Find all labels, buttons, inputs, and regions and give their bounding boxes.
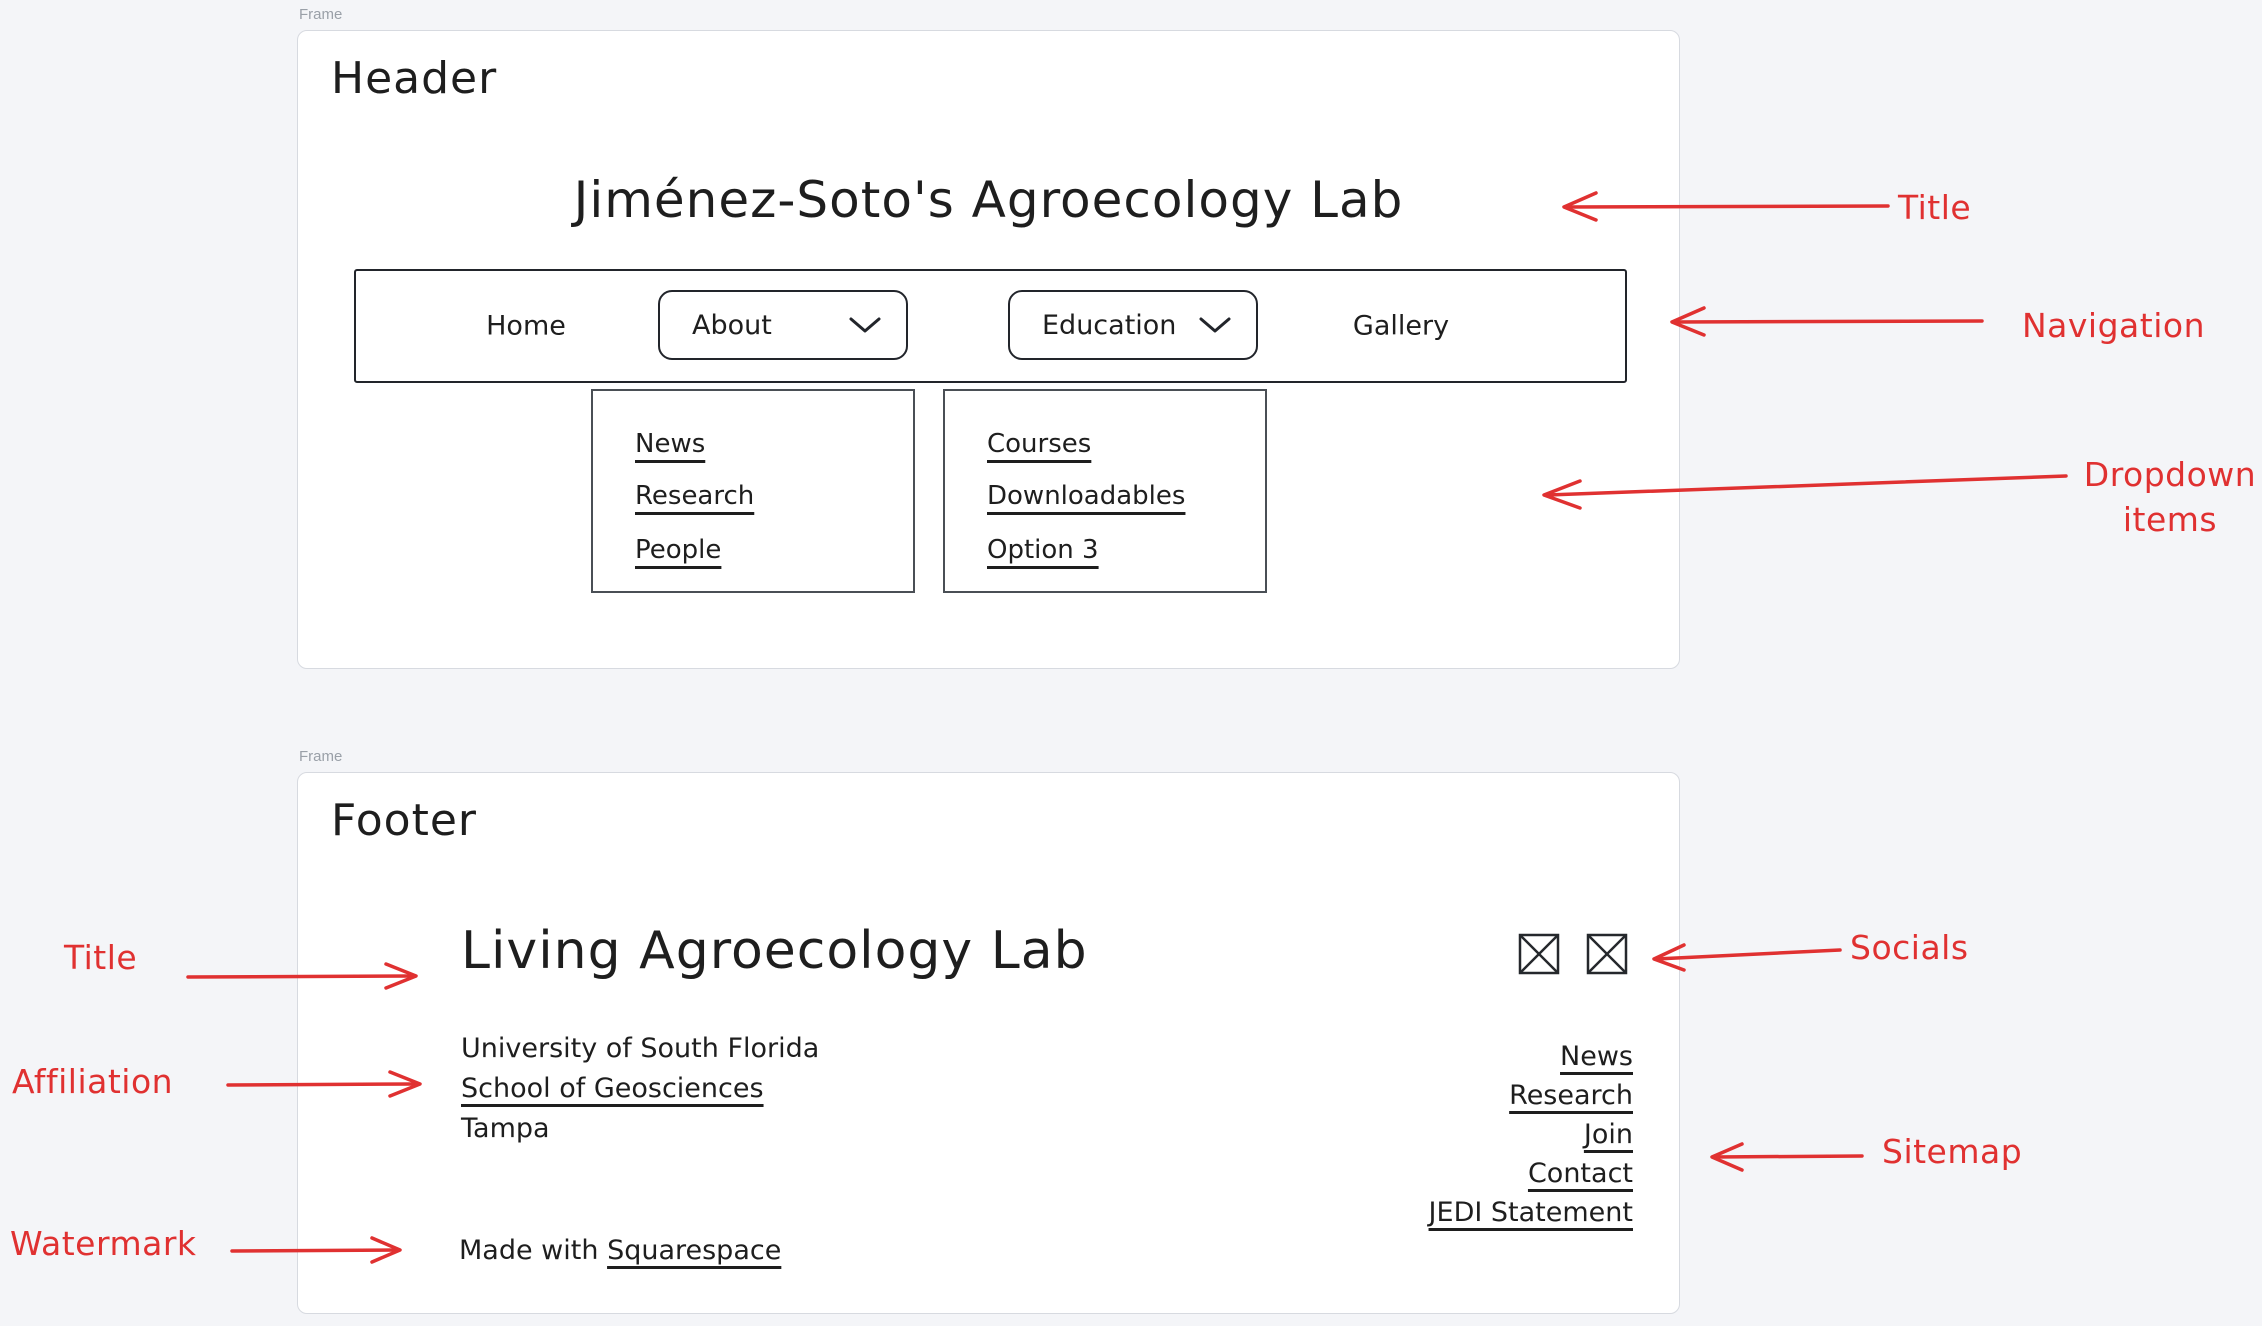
dropdown-item-courses[interactable]: Courses [987, 429, 1092, 459]
social-image-placeholder-icon[interactable] [1586, 933, 1628, 975]
nav-dropdown-about-label: About [692, 309, 772, 341]
socials-arrow-icon [1652, 943, 1842, 972]
dropdown-item-downloadables[interactable]: Downloadables [987, 481, 1186, 511]
social-image-placeholder-icon[interactable] [1518, 933, 1560, 975]
annotation-dropdown-items: Dropdown items [2072, 452, 2262, 542]
affiliation-block: University of South Florida School of Ge… [461, 1029, 819, 1149]
affiliation-university: University of South Florida [461, 1033, 820, 1064]
watermark-prefix: Made with [459, 1235, 599, 1266]
footer-section-label: Footer [331, 795, 477, 846]
sitemap-link-news[interactable]: News [1560, 1041, 1633, 1072]
sitemap-arrow-icon [1710, 1142, 1864, 1172]
dropdown-item-news[interactable]: News [635, 429, 706, 459]
sitemap-link-research[interactable]: Research [1509, 1080, 1633, 1111]
nav-item-gallery[interactable]: Gallery [1352, 310, 1450, 342]
nav-dropdown-about[interactable]: About [658, 290, 908, 360]
annotation-watermark: Watermark [10, 1224, 197, 1263]
dropdown-item-research[interactable]: Research [635, 481, 755, 511]
annotation-affiliation: Affiliation [12, 1062, 174, 1101]
affiliation-city: Tampa [461, 1113, 550, 1144]
frame-label[interactable]: Frame [299, 6, 343, 23]
header-site-title: Jiménez-Soto's Agroecology Lab [573, 171, 1404, 229]
dropdown-items-arrow-icon [1542, 474, 2068, 510]
chevron-down-icon [1199, 317, 1231, 333]
affiliation-arrow-icon [226, 1070, 422, 1098]
annotation-header-title: Title [1898, 188, 1972, 227]
header-section-label: Header [331, 53, 498, 104]
affiliation-school-link[interactable]: School of Geosciences [461, 1073, 764, 1104]
sitemap-link-contact[interactable]: Contact [1527, 1158, 1633, 1189]
nav-item-home[interactable]: Home [486, 310, 566, 342]
sitemap-group: News Research Join Contact JEDI Statemen… [1333, 1037, 1633, 1232]
annotation-navigation: Navigation [2022, 306, 2205, 345]
about-dropdown-panel: News Research People [591, 389, 915, 593]
footer-frame: Footer Living Agroecology Lab University… [297, 772, 1680, 1314]
frame-label[interactable]: Frame [299, 748, 343, 765]
annotation-socials: Socials [1850, 928, 1969, 967]
nav-bar: Home About Education Gallery [354, 269, 1627, 383]
footer-site-title: Living Agroecology Lab [461, 921, 1088, 981]
annotation-footer-title: Title [64, 938, 138, 977]
header-title-arrow-icon [1562, 191, 1890, 222]
header-frame: Header Jiménez-Soto's Agroecology Lab Ho… [297, 30, 1680, 669]
annotation-dropdown-line2: items [2122, 500, 2218, 539]
dropdown-item-people[interactable]: People [635, 535, 722, 565]
chevron-down-icon [849, 317, 881, 333]
nav-dropdown-education-label: Education [1042, 309, 1177, 341]
annotation-sitemap: Sitemap [1882, 1132, 2023, 1171]
nav-dropdown-education[interactable]: Education [1008, 290, 1258, 360]
dropdown-item-option-3[interactable]: Option 3 [987, 535, 1099, 565]
sitemap-link-join[interactable]: Join [1583, 1119, 1633, 1150]
education-dropdown-panel: Courses Downloadables Option 3 [943, 389, 1267, 593]
socials-group [1518, 933, 1628, 975]
footer-title-arrow-icon [186, 962, 418, 990]
sitemap-link-jedi-statement[interactable]: JEDI Statement [1428, 1197, 1633, 1228]
navigation-arrow-icon [1670, 306, 1984, 337]
watermark-arrow-icon [230, 1236, 402, 1264]
watermark: Made with Squarespace [459, 1231, 781, 1271]
squarespace-link[interactable]: Squarespace [607, 1235, 782, 1266]
annotation-dropdown-line1: Dropdown [2083, 455, 2257, 494]
